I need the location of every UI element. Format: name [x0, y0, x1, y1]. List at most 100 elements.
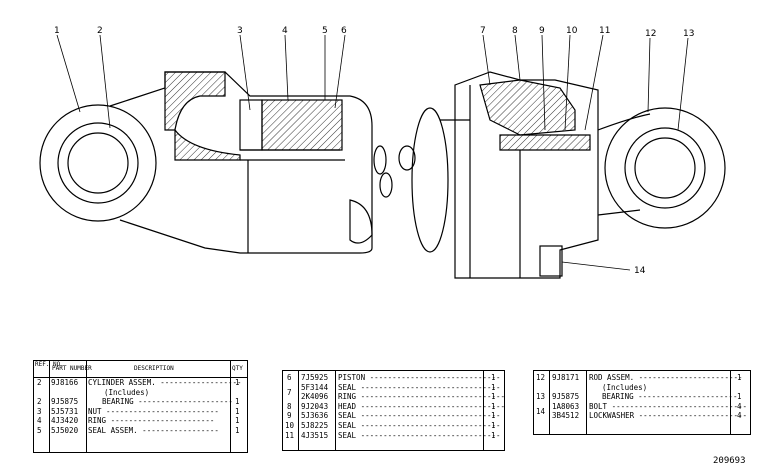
- callout-1: 1: [54, 26, 60, 36]
- table-row: 3 5J5731 NUT ------------------------- 1: [34, 407, 247, 417]
- cell-desc: HEAD --------------------------------: [338, 401, 506, 411]
- cell-part: 5F3144: [301, 382, 329, 392]
- rod-eye-bore: [634, 137, 696, 199]
- cell-desc: PISTON -----------------------------: [338, 373, 501, 382]
- cell-desc: BEARING ----------------------: [602, 392, 738, 402]
- cell-desc: SEAL -------------------------------: [338, 382, 501, 392]
- cell-ref: 14: [536, 406, 546, 416]
- callout-7: 7: [480, 26, 486, 36]
- column-divider: [586, 371, 587, 434]
- leader-7: [482, 34, 491, 86]
- cell-desc: RING --------------------------------: [338, 392, 506, 402]
- cell-ref: 11: [285, 430, 295, 440]
- leader-3: [239, 34, 251, 111]
- cell-qty: 4: [737, 411, 742, 421]
- column-divider: [549, 371, 550, 434]
- parts-table-middle: 6 7J5925 PISTON --------------------------…: [282, 370, 505, 451]
- table-header: REF. NO. PART NUMBER DESCRIPTION QTY: [34, 361, 247, 378]
- column-divider: [86, 361, 87, 452]
- column-divider: [335, 371, 336, 450]
- cell-ref: 2: [37, 397, 42, 407]
- cylinder-port: [349, 199, 373, 244]
- leader-11: [584, 34, 604, 131]
- cell-ref: 12: [536, 373, 546, 382]
- leader-8: [514, 34, 521, 81]
- cell-desc: NUT -------------------------: [88, 406, 219, 416]
- cell-qty: 1: [491, 430, 496, 440]
- cell-part: 9J8171: [552, 373, 580, 382]
- cell-part: 7J5925: [301, 373, 329, 382]
- cell-qty: 1: [491, 382, 496, 392]
- rod-eye-bearing: [624, 127, 706, 209]
- cell-part: 3B4512: [552, 411, 580, 421]
- callout-12: 12: [645, 29, 656, 39]
- cell-qty: 1: [235, 406, 240, 416]
- cell-qty: 1: [235, 416, 240, 426]
- cylinder-eye-outer: [39, 104, 157, 222]
- cell-ref: 2: [37, 378, 42, 387]
- parts-table-left: REF. NO. PART NUMBER DESCRIPTION QTY 2 9J…: [33, 360, 248, 453]
- cylinder-hatched-wall: [164, 71, 226, 131]
- rod-eye-outer: [604, 107, 726, 229]
- column-divider: [730, 371, 731, 434]
- cell-desc: SEAL -------------------------------: [338, 420, 501, 430]
- table-row: 3B4512 LOCKWASHER -----------------------…: [534, 411, 750, 421]
- header-desc: DESCRIPTION: [134, 365, 174, 372]
- callout-11: 11: [599, 26, 610, 36]
- column-divider: [49, 361, 50, 452]
- table-row: 6 7J5925 PISTON --------------------------…: [283, 373, 504, 383]
- cell-desc: BOLT ------------------------------: [589, 401, 748, 411]
- cylinder-body-outline: [109, 71, 373, 254]
- cell-part: 4J3515: [301, 430, 329, 440]
- leader-9: [541, 34, 546, 131]
- leader-4: [284, 34, 289, 101]
- cell-ref: 6: [287, 373, 292, 382]
- callout-2: 2: [97, 26, 103, 36]
- table-row: (Includes): [34, 388, 247, 398]
- hydraulic-cylinder-drawing: 1 2 3 4 5 6 7 8 9 10 11 12 13 14: [39, 26, 726, 279]
- leader-13: [677, 37, 689, 131]
- cell-qty: 1: [235, 397, 240, 407]
- cylinder-boss-bottom: [379, 172, 393, 198]
- drawing-number: 209693: [713, 456, 746, 466]
- cell-qty: 1: [491, 373, 496, 382]
- cell-desc: SEAL -------------------------------: [338, 411, 501, 421]
- cell-desc: SEAL ASSEM. -----------------: [88, 425, 219, 435]
- cylinder-boss-top: [373, 145, 387, 175]
- leader-6: [334, 34, 346, 109]
- leader-2: [99, 34, 111, 129]
- cell-ref: 7: [287, 387, 292, 397]
- cell-desc: LOCKWASHER ------------------------: [589, 411, 748, 421]
- piston: [261, 99, 343, 151]
- cell-ref: 4: [37, 416, 42, 426]
- column-divider: [483, 371, 484, 450]
- cell-ref: 10: [285, 420, 295, 430]
- table-row: 11 4J3515 SEAL ---------------------------…: [283, 431, 504, 441]
- cylinder-eye-bore: [67, 132, 129, 194]
- rod-seal-area: [499, 134, 591, 151]
- cell-part: 4J3420: [51, 416, 79, 426]
- cell-part: 5J8225: [301, 420, 329, 430]
- cell-desc: SEAL -------------------------------: [338, 430, 501, 440]
- callout-5: 5: [322, 26, 328, 36]
- cell-ref: 8: [287, 401, 292, 411]
- cell-part: 9J5875: [51, 397, 79, 407]
- rod-body: [597, 113, 651, 216]
- callout-13: 13: [683, 29, 694, 39]
- table-row: (Includes): [534, 383, 750, 393]
- cell-qty: 1: [491, 392, 496, 402]
- bolt-head: [539, 245, 563, 277]
- cell-ref: 3: [37, 406, 42, 416]
- head-flange-boss: [398, 145, 416, 171]
- cell-ref: 5: [37, 425, 42, 435]
- callout-6: 6: [341, 26, 347, 36]
- cell-part: 5J5731: [51, 406, 79, 416]
- cell-part: 5J3636: [301, 411, 329, 421]
